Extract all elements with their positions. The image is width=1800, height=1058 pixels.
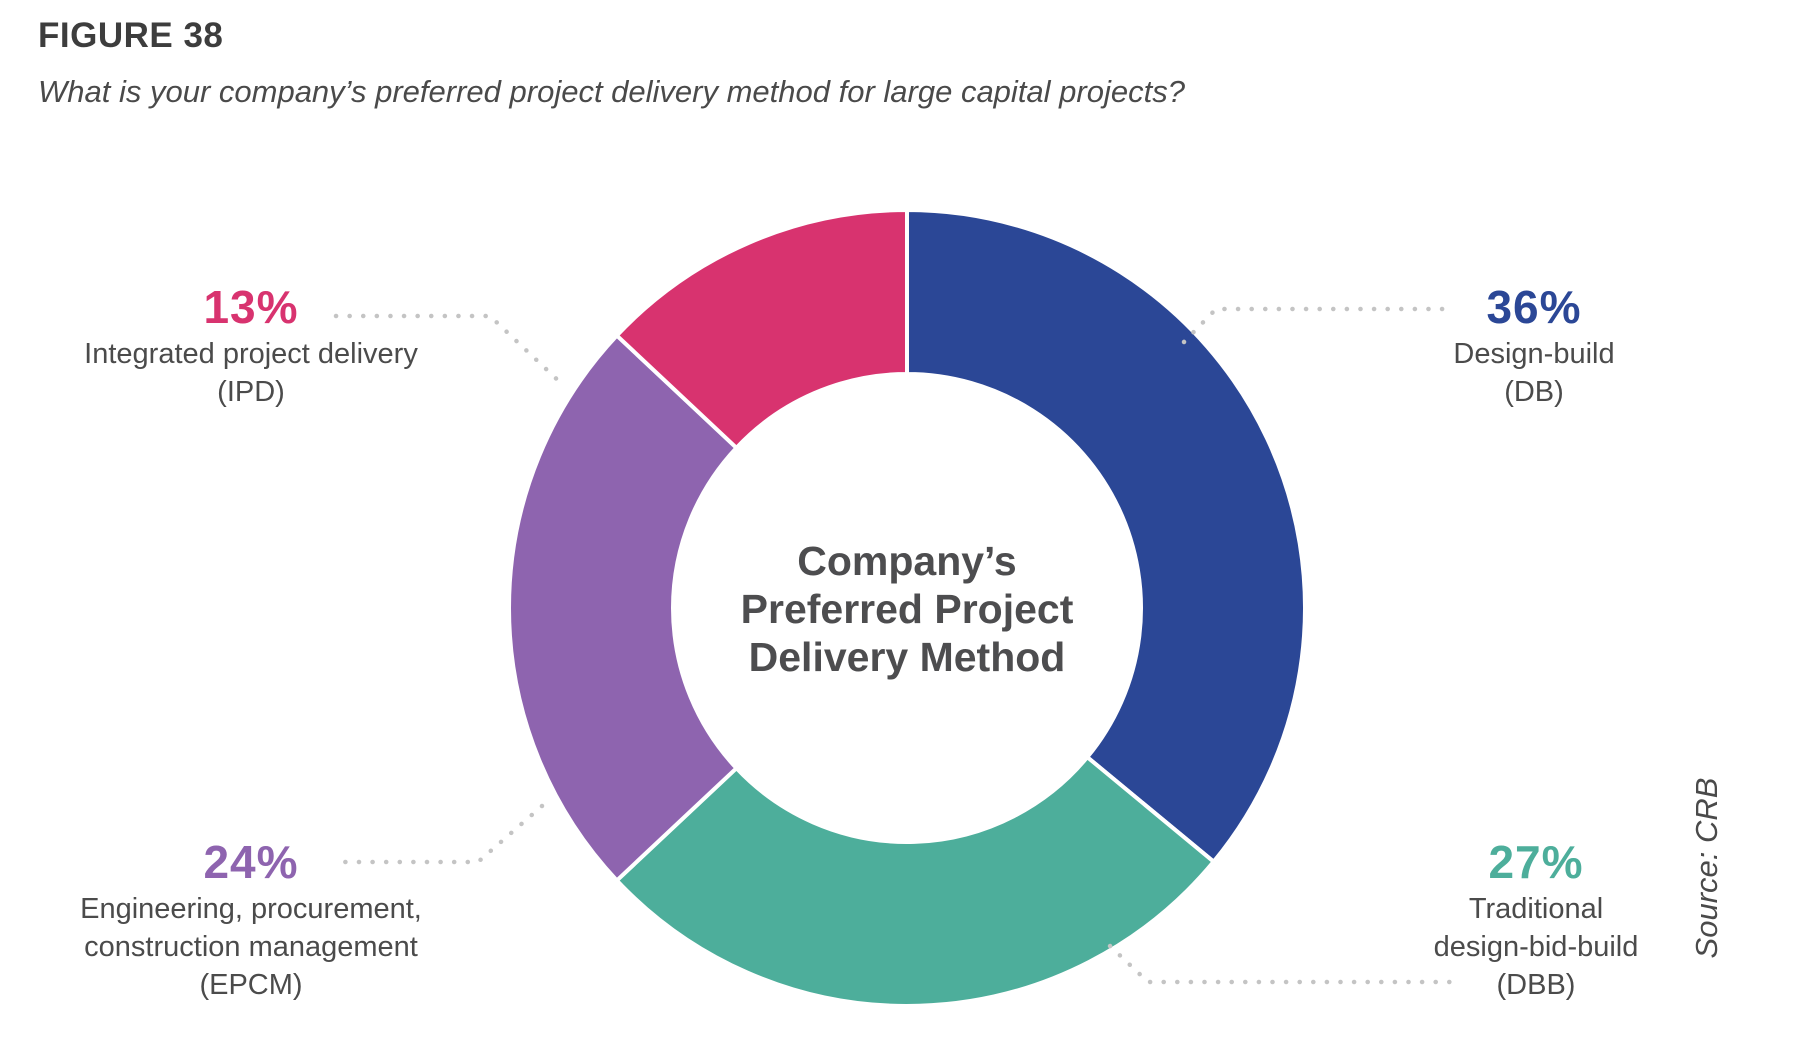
callout-label-line: Integrated project delivery	[84, 338, 418, 370]
center-title-line: Delivery Method	[748, 634, 1066, 680]
callout-label-line: (IPD)	[217, 376, 285, 408]
center-title-line: Preferred Project	[740, 586, 1074, 632]
callout-traditional-design-bid-build: 27% Traditional design-bid-build (DBB)	[1404, 836, 1668, 1004]
center-title-line: Company’s	[797, 538, 1017, 584]
callout-label-line: (EPCM)	[199, 969, 303, 1001]
figure-number: FIGURE 38	[38, 16, 224, 55]
percent-value: 27%	[1488, 836, 1584, 888]
donut-slice-design-build	[905, 208, 1307, 864]
callout-leader-epcm	[331, 803, 545, 865]
source-credit: Source: CRB	[1689, 777, 1724, 959]
percent-value: 36%	[1486, 281, 1582, 333]
callout-label-line: (DB)	[1504, 376, 1564, 408]
donut-center-title: Company’s Preferred Project Delivery Met…	[607, 537, 1207, 681]
donut-slice-ipd	[614, 208, 909, 450]
callout-label-line: design-bid-build	[1433, 931, 1639, 963]
callout-design-build: 36% Design-build (DB)	[1402, 281, 1666, 411]
figure-question: What is your company’s preferred project…	[38, 74, 1185, 109]
callout-leader-traditional-design-bid-build	[1107, 943, 1455, 985]
callout-ipd: 13% Integrated project delivery (IPD)	[26, 281, 476, 411]
callout-label-line: (DBB)	[1496, 969, 1576, 1001]
callout-label-line: Traditional	[1468, 893, 1604, 925]
percent-value: 13%	[203, 281, 299, 333]
callout-label-line: construction management	[84, 931, 418, 963]
percent-value: 24%	[203, 836, 299, 888]
callout-label-line: Engineering, procurement,	[80, 893, 422, 925]
donut-slice-traditional-design-bid-build	[614, 755, 1216, 1008]
donut-slice-epcm	[507, 333, 739, 883]
callout-epcm: 24% Engineering, procurement, constructi…	[26, 836, 476, 1004]
callout-leader-design-build	[1181, 306, 1455, 345]
callout-label-line: Design-build	[1453, 338, 1615, 370]
